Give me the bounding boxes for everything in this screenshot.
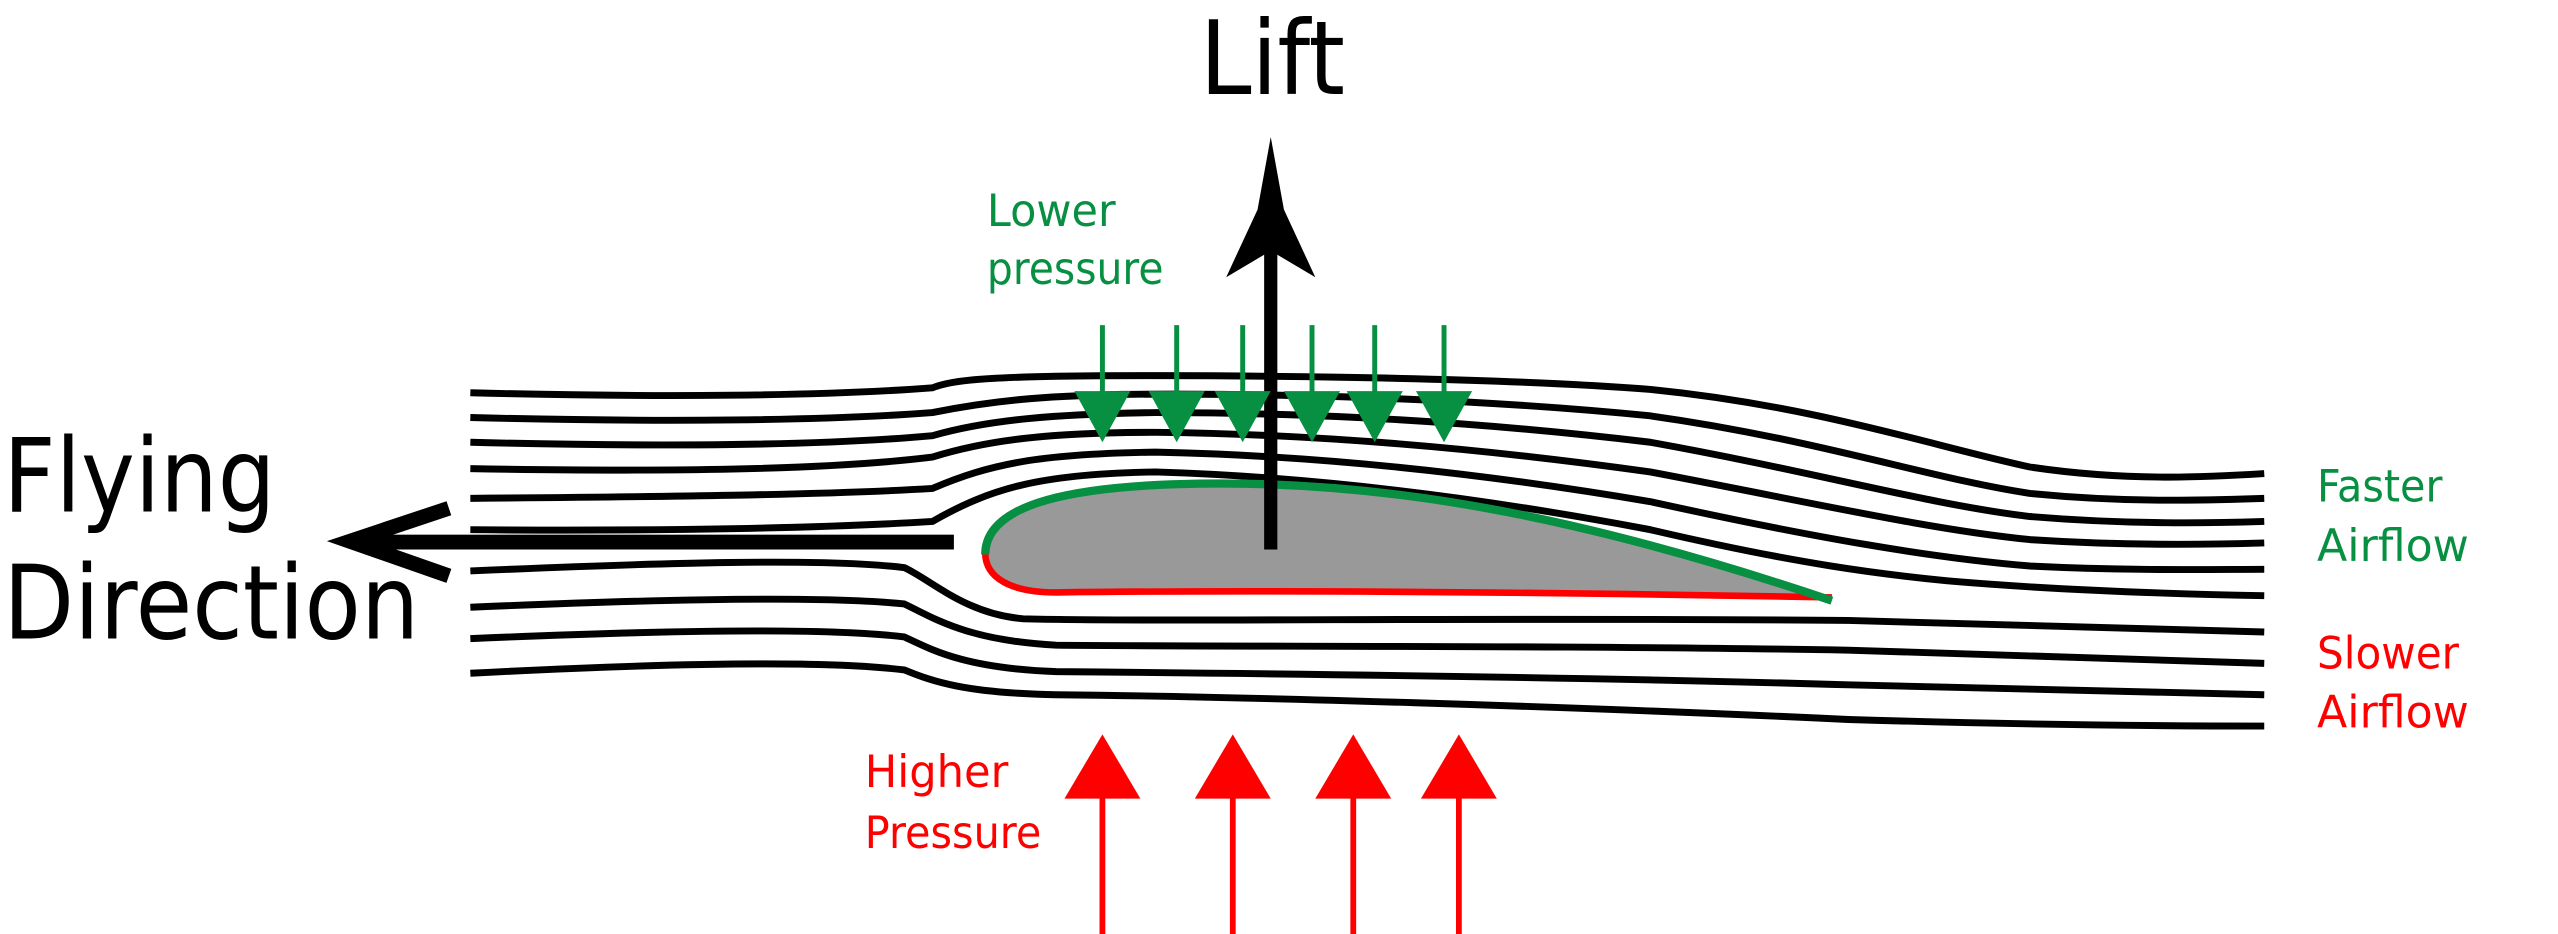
faster-airflow-label-line1: Faster (2317, 461, 2443, 513)
lift-arrow (1226, 136, 1316, 550)
low-pressure-arrow (1346, 325, 1403, 443)
lower-pressure-label-line2: pressure (987, 243, 1164, 295)
high-pressure-arrow (1194, 734, 1271, 934)
streamline-4 (470, 428, 2265, 548)
streamline-5 (470, 448, 2265, 574)
streamline-9 (470, 627, 2265, 699)
flying-direction-label-line2: Direction (3, 545, 419, 664)
streamline-8 (470, 595, 2265, 667)
low-pressure-arrow (1283, 325, 1341, 443)
flying-arrow-head (326, 501, 452, 583)
low-pressure-arrow (1074, 325, 1131, 443)
lower-pressure-label-line1: Lower (987, 185, 1116, 237)
high-pressure-arrows (1064, 734, 1497, 934)
airfoil (981, 479, 1834, 605)
lower-streamlines (470, 558, 2265, 730)
high-pressure-arrow (1315, 734, 1392, 934)
higher-pressure-label-line2: Pressure (865, 807, 1042, 859)
flying-direction-label-line1: Flying (3, 418, 275, 537)
streamline-1 (470, 372, 2265, 481)
streamline-10 (470, 660, 2265, 730)
airfoil-upper-surface (981, 479, 1834, 605)
slower-airflow-label-line1: Slower (2317, 627, 2460, 679)
high-pressure-arrow (1064, 734, 1141, 934)
airfoil-lower-surface (981, 552, 1832, 601)
streamline-7 (470, 558, 2265, 636)
lift-arrow-head (1226, 136, 1316, 278)
airfoil-body (985, 483, 1832, 598)
high-pressure-arrow (1420, 734, 1497, 934)
lift-label: Lift (1200, 0, 1345, 119)
low-pressure-arrow (1148, 325, 1205, 443)
low-pressure-arrows (1074, 325, 1473, 443)
low-pressure-arrow (1214, 325, 1271, 443)
streamline-6 (470, 468, 2265, 600)
faster-airflow-label-line2: Airflow (2317, 520, 2469, 572)
slower-airflow-label-line2: Airflow (2317, 687, 2469, 739)
higher-pressure-label-line1: Higher (865, 746, 1009, 798)
lift-arrow-shaft (1264, 247, 1278, 550)
flying-arrow-shaft (371, 534, 954, 550)
low-pressure-arrow (1415, 325, 1473, 443)
flying-direction-arrow (326, 501, 954, 583)
